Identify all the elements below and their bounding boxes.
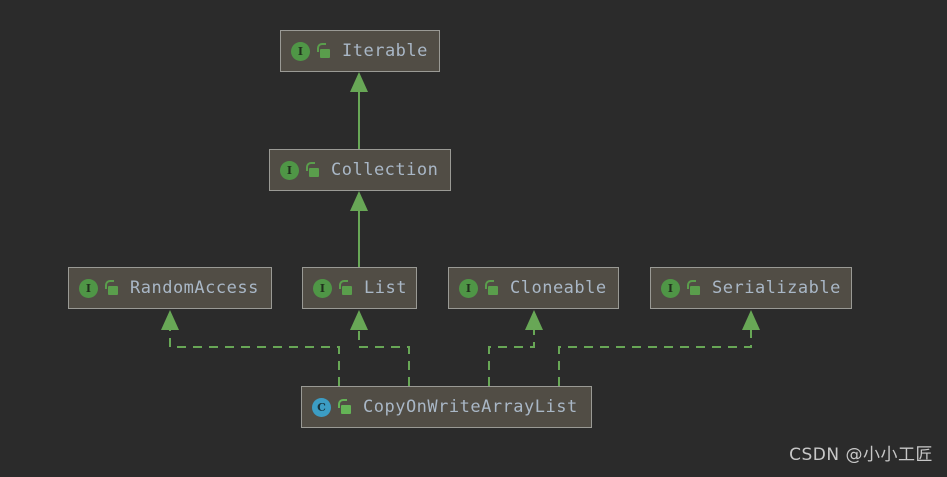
node-copyonwritearraylist[interactable]: C CopyOnWriteArrayList	[301, 386, 592, 428]
node-label: Cloneable	[510, 278, 607, 298]
class-badge-icon: C	[312, 397, 331, 417]
interface-badge-icon: I	[313, 278, 332, 298]
interface-badge-icon: I	[79, 278, 98, 298]
unlocked-padlock-icon	[338, 280, 352, 296]
watermark: CSDN @小小工匠	[789, 445, 933, 465]
node-collection[interactable]: I Collection	[269, 149, 451, 191]
node-serializable[interactable]: I Serializable	[650, 267, 852, 309]
node-label: Iterable	[342, 41, 428, 61]
node-label: RandomAccess	[130, 278, 259, 298]
node-randomaccess[interactable]: I RandomAccess	[68, 267, 272, 309]
unlocked-padlock-icon	[316, 43, 330, 59]
edge-list-to-collection	[350, 191, 368, 267]
edge-cowal-to-list	[350, 310, 410, 386]
unlocked-padlock-icon	[337, 399, 351, 415]
interface-badge-icon: I	[459, 278, 478, 298]
node-label: List	[364, 278, 407, 298]
interface-badge-icon: I	[280, 160, 299, 180]
unlocked-padlock-icon	[104, 280, 118, 296]
edge-cowal-to-randomaccess	[161, 310, 340, 386]
edge-collection-to-iterable	[350, 72, 368, 149]
unlocked-padlock-icon	[484, 280, 498, 296]
interface-badge-icon: I	[661, 278, 680, 298]
node-label: Serializable	[712, 278, 841, 298]
edge-cowal-to-cloneable	[488, 310, 543, 386]
interface-badge-icon: I	[291, 41, 310, 61]
node-cloneable[interactable]: I Cloneable	[448, 267, 619, 309]
node-label: CopyOnWriteArrayList	[363, 397, 578, 417]
node-iterable[interactable]: I Iterable	[280, 30, 440, 72]
node-list[interactable]: I List	[302, 267, 417, 309]
unlocked-padlock-icon	[305, 162, 319, 178]
node-label: Collection	[331, 160, 439, 180]
unlocked-padlock-icon	[686, 280, 700, 296]
edge-cowal-to-serializable	[558, 310, 760, 386]
